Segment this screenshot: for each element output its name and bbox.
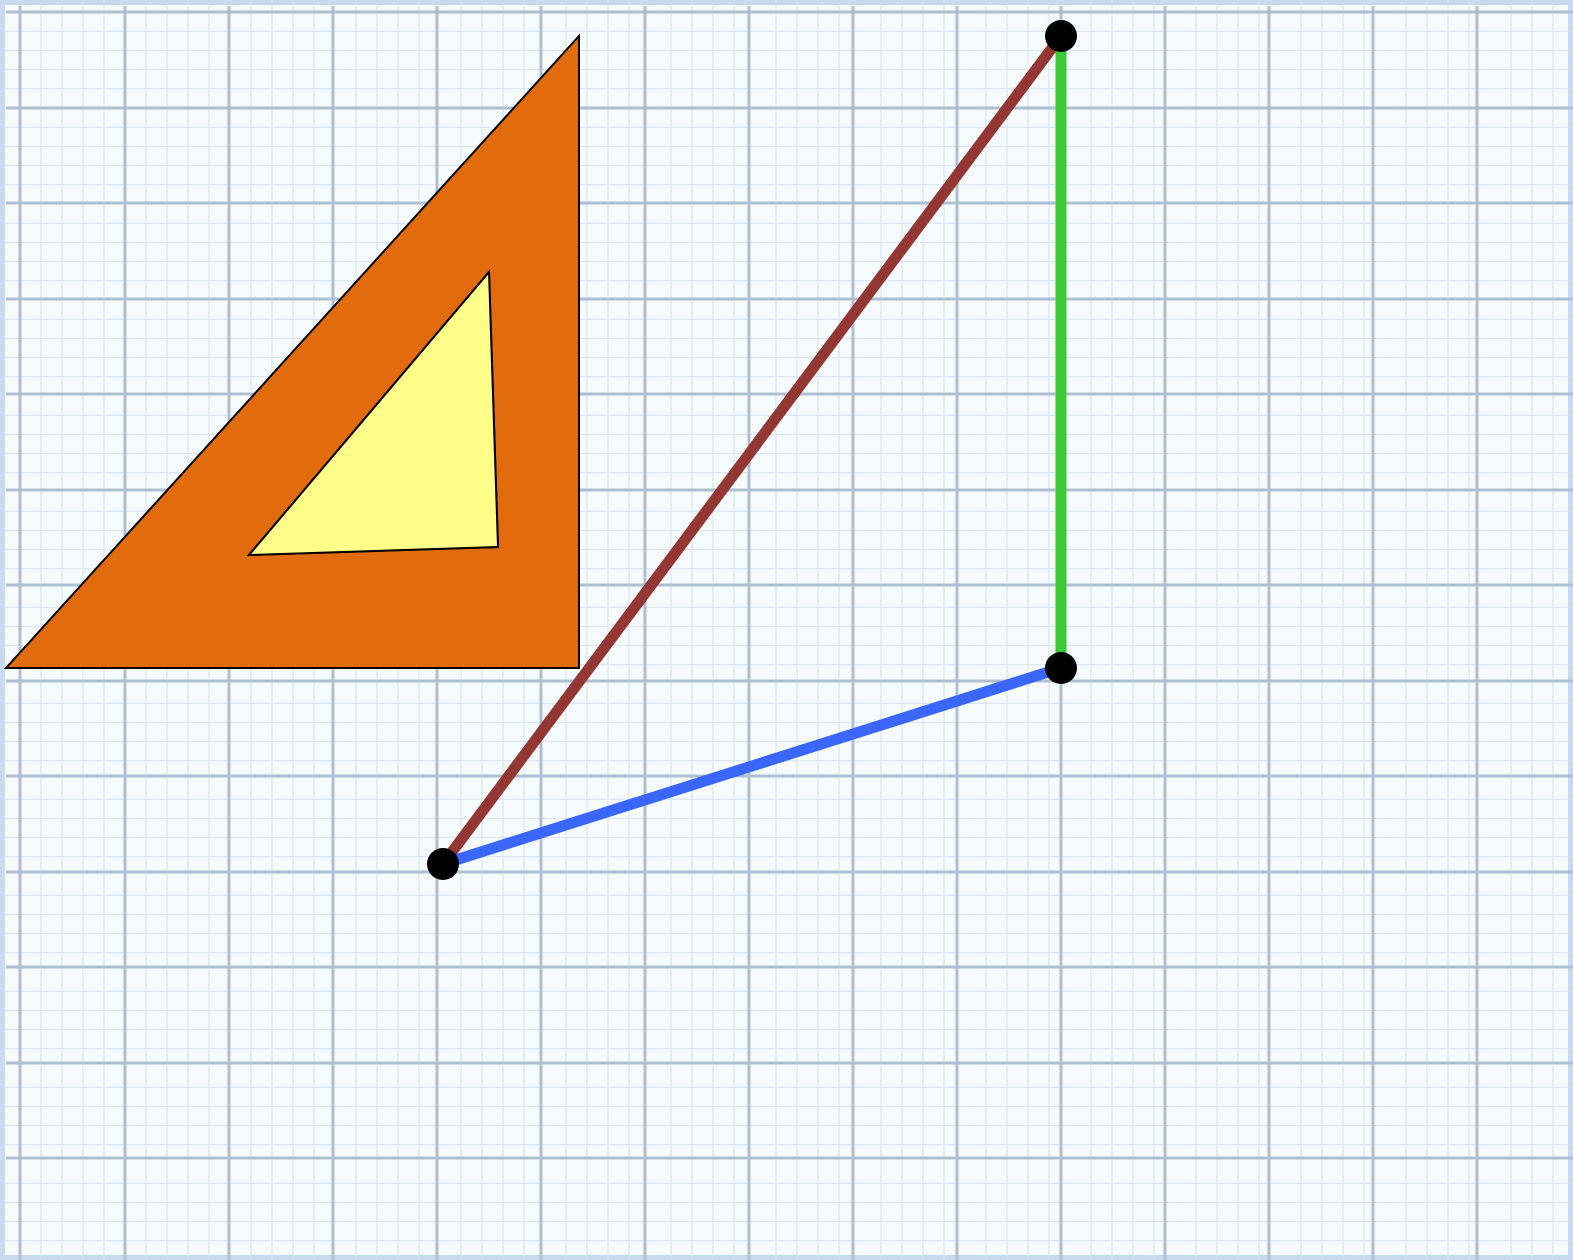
- segment-hypotenuse[interactable]: [437, 30, 1067, 870]
- point-c[interactable]: [1045, 20, 1077, 52]
- point-b[interactable]: [1045, 652, 1077, 684]
- points-layer: [427, 20, 1077, 880]
- set-square-ruler[interactable]: [3, 33, 580, 669]
- segments-layer: [437, 30, 1067, 870]
- set-square-hole: [246, 269, 500, 557]
- point-a[interactable]: [427, 848, 459, 880]
- segment-base[interactable]: [437, 662, 1067, 870]
